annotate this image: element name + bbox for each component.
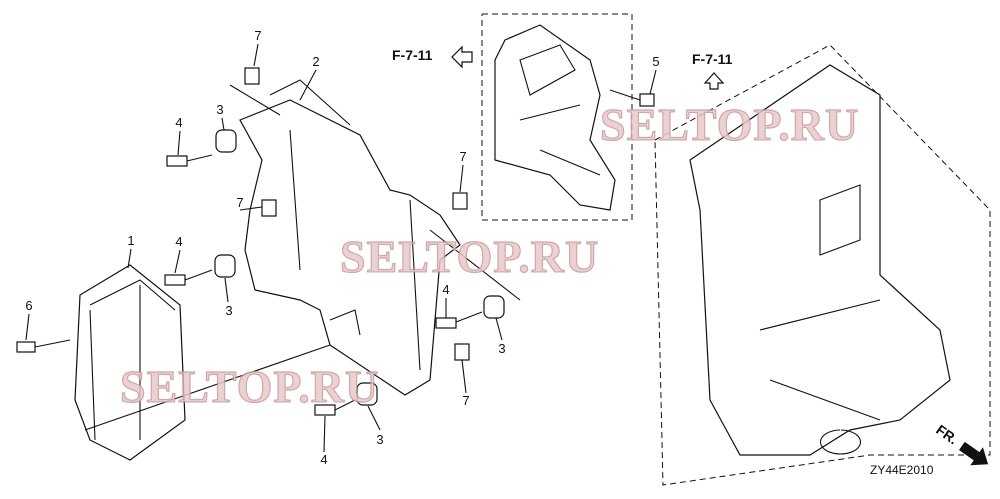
- callout-number: 6: [25, 298, 32, 313]
- callout-number: 4: [175, 234, 182, 249]
- bracket-part: [239, 99, 461, 396]
- arrow-up-icon: [703, 72, 725, 90]
- callout-number: 5: [652, 54, 659, 69]
- callout-number: 3: [498, 341, 505, 356]
- watermark: SELTOP.RU: [600, 99, 859, 150]
- subassembly-box: [481, 13, 633, 221]
- callout-number: 1: [127, 233, 134, 248]
- callout-number: 7: [462, 393, 469, 408]
- watermark: SELTOP.RU: [340, 231, 599, 282]
- callout-number: 7: [236, 195, 243, 210]
- cover-box: [654, 44, 991, 486]
- front-label: FR.: [933, 421, 961, 447]
- ecu-module-part: [74, 264, 186, 461]
- reference-right[interactable]: F-7-11: [692, 51, 733, 67]
- callout-number: 7: [459, 149, 466, 164]
- callout-number: 2: [312, 54, 319, 69]
- callout-number: 3: [376, 432, 383, 447]
- watermark: SELTOP.RU: [120, 361, 379, 412]
- leader-lines: [25, 43, 657, 453]
- front-marker: FR.: [933, 421, 989, 466]
- cover-part: [689, 64, 951, 456]
- callout-number: 4: [175, 115, 182, 130]
- callout-number: 4: [320, 452, 327, 467]
- callout-number: 3: [225, 303, 232, 318]
- subassembly-bracket: [494, 24, 616, 211]
- bolts: [16, 67, 655, 416]
- arrow-front-icon: [959, 441, 989, 466]
- drawing-code: ZY44E2010: [870, 463, 934, 477]
- callout-number: 3: [216, 102, 223, 117]
- reference-left[interactable]: F-7-11: [392, 47, 433, 63]
- callout-number: 4: [442, 282, 449, 297]
- arrow-left-icon: [451, 45, 473, 69]
- callout-number: 7: [254, 28, 261, 43]
